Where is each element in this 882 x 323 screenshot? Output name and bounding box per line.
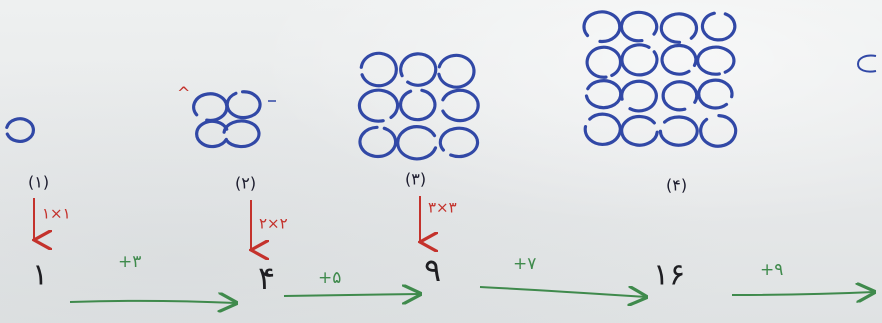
figure-label-4: (۴) xyxy=(666,176,687,195)
step-arrow-2 xyxy=(283,294,420,296)
figure-3-circles xyxy=(357,51,480,161)
sequence-value-3: ۹ xyxy=(424,251,441,289)
figure-4-circle-3 xyxy=(659,12,699,44)
difference-2: +۵ xyxy=(318,268,341,288)
sequence-value-4: ۱۶ xyxy=(653,258,685,293)
figure-4-circle-12 xyxy=(697,78,734,110)
figure-3-circle-4 xyxy=(357,88,400,123)
figure-3-circle-8 xyxy=(396,125,438,161)
difference-1: +۳ xyxy=(118,252,141,272)
difference-4: +۹ xyxy=(760,260,783,280)
figure-3-circle-1 xyxy=(359,51,398,88)
figure-2-circle-3 xyxy=(195,119,229,149)
figure-4-circle-15 xyxy=(658,115,699,147)
figure-4-circles xyxy=(582,10,738,148)
difference-3: +۷ xyxy=(513,254,536,274)
figure-3-circle-3 xyxy=(437,53,476,89)
product-1: ۱×۱ xyxy=(42,205,71,223)
figure-2-circle-4 xyxy=(222,119,261,149)
figure-4-circle-2 xyxy=(619,10,659,43)
step-arrow-4 xyxy=(731,292,874,295)
figure-2-circle-1 xyxy=(192,92,229,123)
figure-4-circle-4 xyxy=(700,11,737,42)
sequence-value-1: ۱ xyxy=(32,258,48,293)
figure-label-1: (۱) xyxy=(28,173,49,192)
product-2: ۲×۲ xyxy=(259,215,288,233)
figure-4-circle-1 xyxy=(582,10,622,44)
figure-4-circle-11 xyxy=(661,80,699,112)
product-3: ۳×۳ xyxy=(428,199,457,217)
step-arrow-1 xyxy=(69,301,236,303)
figure-4-circle-10 xyxy=(620,79,658,113)
figure-4-circle-6 xyxy=(620,43,659,77)
figure-4-circle-13 xyxy=(583,112,622,146)
figure-2-circle-2 xyxy=(225,90,262,120)
figure-4-circle-14 xyxy=(620,114,659,147)
figure-3-circle-2 xyxy=(399,52,438,87)
figure-4-circle-8 xyxy=(695,45,736,76)
figure-4-circle-7 xyxy=(660,43,698,76)
figure-1-circle-1 xyxy=(5,117,35,143)
figure-4-circle-16 xyxy=(699,114,738,148)
cut-off-circle-edge xyxy=(856,54,877,73)
figure-4-circle-9 xyxy=(584,79,623,110)
figure-3-circle-5 xyxy=(398,88,437,122)
figure-label-2: (۲) xyxy=(235,174,256,193)
step-arrow-3 xyxy=(479,287,646,297)
caret-mark: ^ xyxy=(177,84,190,103)
figure-3-circle-9 xyxy=(438,126,480,159)
figure-4-circle-5 xyxy=(585,45,623,79)
figure-3-circle-7 xyxy=(358,125,398,159)
figure-2-circles xyxy=(192,90,262,149)
figure-label-3: (۳) xyxy=(405,170,426,189)
sequence-value-2: ۴ xyxy=(258,259,275,297)
figure-3-circle-6 xyxy=(441,88,480,123)
figure-1-circles xyxy=(5,117,35,143)
